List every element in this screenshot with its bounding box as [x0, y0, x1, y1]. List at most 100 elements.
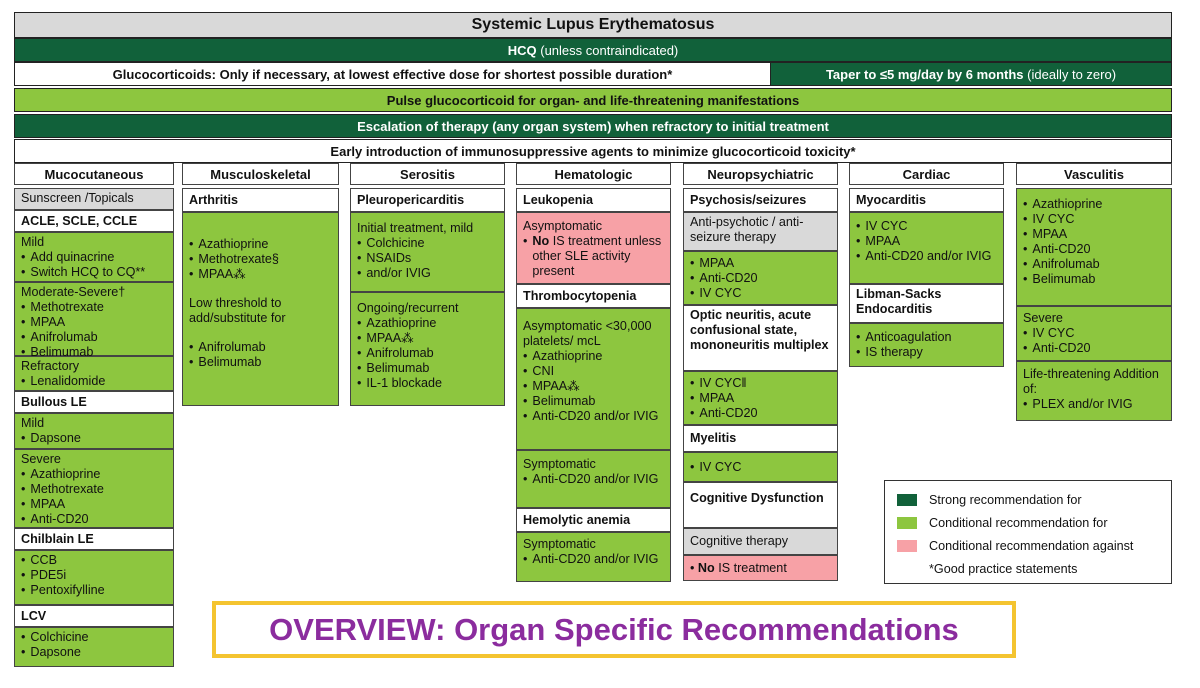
list-item: Anti-CD20 and/or IVIG	[523, 409, 664, 424]
sero-ongoing-label: Ongoing/recurrent	[357, 301, 459, 315]
legend-against-text: Conditional recommendation against	[929, 539, 1134, 553]
list-item: Anifrolumab	[1023, 257, 1165, 272]
arthritis-box: Azathioprine Methotrexate§ MPAA⁂ Low thr…	[182, 212, 339, 406]
bullous-severe-label: Severe	[21, 452, 61, 466]
taper-row: Taper to ≤5 mg/day by 6 months (ideally …	[770, 62, 1172, 86]
list-item: Dapsone	[21, 645, 167, 660]
chilblain-header: Chilblain LE	[14, 528, 174, 550]
vasc-life-list: PLEX and/or IVIG	[1023, 397, 1165, 412]
list-item: Pentoxifylline	[21, 583, 167, 598]
legend-strong-text: Strong recommendation for	[929, 493, 1082, 507]
leukopenia-note-text: No IS treatment unless other SLE activit…	[532, 234, 664, 279]
bullous-header: Bullous LE	[14, 391, 174, 413]
myocarditis-list: IV CYC MPAA Anti-CD20 and/or IVIG	[856, 219, 997, 264]
psych-list: MPAA Anti-CD20 IV CYC	[690, 256, 831, 301]
column-title-vasculitis: Vasculitis	[1016, 163, 1172, 185]
libman-list: Anticoagulation IS therapy	[856, 330, 997, 360]
list-item: Belimumab	[1023, 272, 1165, 287]
list-item: PDE5i	[21, 568, 167, 583]
list-item: IL-1 blockade	[357, 376, 498, 391]
acle-refractory-box: Refractory Lenalidomide	[14, 356, 174, 391]
cognitive-therapy-box: Cognitive therapy	[683, 528, 838, 555]
no-text: No	[697, 561, 715, 575]
glucocorticoids-row: Glucocorticoids: Only if necessary, at l…	[14, 62, 771, 86]
sunscreen-box: Sunscreen /Topicals	[14, 188, 174, 210]
taper-label: Taper to ≤5 mg/day by 6 months	[825, 66, 1024, 82]
list-item: Anifrolumab	[21, 330, 167, 345]
acle-refractory-label: Refractory	[21, 359, 80, 373]
list-item: MPAA	[1023, 227, 1165, 242]
list-item: Anti-CD20	[690, 271, 831, 286]
cognitive-no-box: • No IS treatment	[683, 555, 838, 581]
page-title: Systemic Lupus Erythematosus	[14, 12, 1172, 38]
list-item: Lenalidomide	[21, 374, 167, 389]
vasc-main-list: Azathioprine IV CYC MPAA Anti-CD20 Anifr…	[1023, 197, 1165, 287]
no-text: No	[532, 234, 550, 248]
list-item: Anti-CD20	[1023, 242, 1165, 257]
bullous-mild-box: Mild Dapsone	[14, 413, 174, 449]
threshold-text: Low threshold to add/substitute for	[189, 296, 286, 325]
list-item: Azathioprine	[21, 467, 167, 482]
list-item: IV CYC	[856, 219, 997, 234]
leukopenia-header: Leukopenia	[516, 188, 671, 212]
list-item: IV CYC	[690, 460, 831, 475]
overview-banner: OVERVIEW: Organ Specific Recommendations	[212, 601, 1016, 658]
list-item: Anti-CD20 and/or IVIG	[523, 552, 664, 567]
thrombo-label: Asymptomatic <30,000 platelets/ mcL	[523, 319, 652, 348]
list-item: PLEX and/or IVIG	[1023, 397, 1165, 412]
list-item: Colchicine	[357, 236, 498, 251]
bullous-mild-label: Mild	[21, 416, 45, 430]
swatch-dark-green	[897, 494, 917, 506]
psych-box: MPAA Anti-CD20 IV CYC	[683, 251, 838, 305]
list-item: Anti-CD20	[690, 406, 831, 421]
list-item: CCB	[21, 553, 167, 568]
pleuro-header: Pleuropericarditis	[350, 188, 505, 212]
column-title-cardiac: Cardiac	[849, 163, 1004, 185]
hcq-row: HCQ (unless contraindicated)	[14, 38, 1172, 62]
glucocorticoids-label: Glucocorticoids	[112, 66, 212, 82]
list-item: Colchicine	[21, 630, 167, 645]
list-item: Anti-CD20	[21, 512, 167, 527]
early-text: Early introduction of immunosuppressive …	[330, 143, 856, 159]
vasc-severe-label: Severe	[1023, 311, 1063, 325]
acle-modsev-box: Moderate-Severe† Methotrexate MPAA Anifr…	[14, 282, 174, 359]
column-title-serositis: Serositis	[350, 163, 505, 185]
list-item: MPAA	[690, 256, 831, 271]
list-item: Anifrolumab	[189, 340, 332, 355]
hemolytic-header: Hemolytic anemia	[516, 508, 671, 532]
list-item: Switch HCQ to CQ**	[21, 265, 167, 280]
escalation-row: Escalation of therapy (any organ system)…	[14, 114, 1172, 138]
bullous-severe-box: Severe Azathioprine Methotrexate MPAA An…	[14, 449, 174, 528]
acle-mild-box: Mild Add quinacrine Switch HCQ to CQ**	[14, 232, 174, 282]
optic-box: IV CYC‖ MPAA Anti-CD20	[683, 371, 838, 425]
thrombo-box: Asymptomatic <30,000 platelets/ mcL Azat…	[516, 308, 671, 450]
optic-list: IV CYC‖ MPAA Anti-CD20	[690, 376, 831, 421]
list-item: MPAA	[690, 391, 831, 406]
legend-conditional-text: Conditional recommendation for	[929, 516, 1108, 530]
arthritis-list-2: Anifrolumab Belimumab	[189, 340, 332, 370]
leukopenia-label: Asymptomatic	[523, 219, 603, 233]
vasc-life-box: Life-threatening Addition of: PLEX and/o…	[1016, 361, 1172, 421]
bullet: •	[690, 561, 695, 575]
lcv-list: Colchicine Dapsone	[21, 630, 167, 660]
legend-against: Conditional recommendation against	[897, 539, 1133, 553]
list-item: IV CYC	[690, 286, 831, 301]
list-item: IV CYC‖	[690, 376, 831, 391]
list-item: Azathioprine	[357, 316, 498, 331]
glucocorticoids-note: : Only if necessary, at lowest effective…	[211, 66, 673, 82]
list-item: Methotrexate	[21, 300, 167, 315]
pulse-text: Pulse glucocorticoid for organ- and life…	[386, 92, 800, 108]
list-item: Azathioprine	[1023, 197, 1165, 212]
hemolytic-box: Symptomatic Anti-CD20 and/or IVIG	[516, 532, 671, 582]
early-row: Early introduction of immunosuppressive …	[14, 139, 1172, 163]
sero-ongoing-list: Azathioprine MPAA⁂ Anifrolumab Belimumab…	[357, 316, 498, 391]
arthritis-header: Arthritis	[182, 188, 339, 212]
list-item: MPAA	[856, 234, 997, 249]
hcq-note: (unless contraindicated)	[540, 42, 679, 58]
legend-conditional: Conditional recommendation for	[897, 516, 1108, 530]
sero-initial-box: Initial treatment, mild Colchicine NSAID…	[350, 212, 505, 292]
column-title-mucocutaneous: Mucocutaneous	[14, 163, 174, 185]
list-item: Azathioprine	[523, 349, 664, 364]
list-item: Add quinacrine	[21, 250, 167, 265]
list-item: Dapsone	[21, 431, 167, 446]
